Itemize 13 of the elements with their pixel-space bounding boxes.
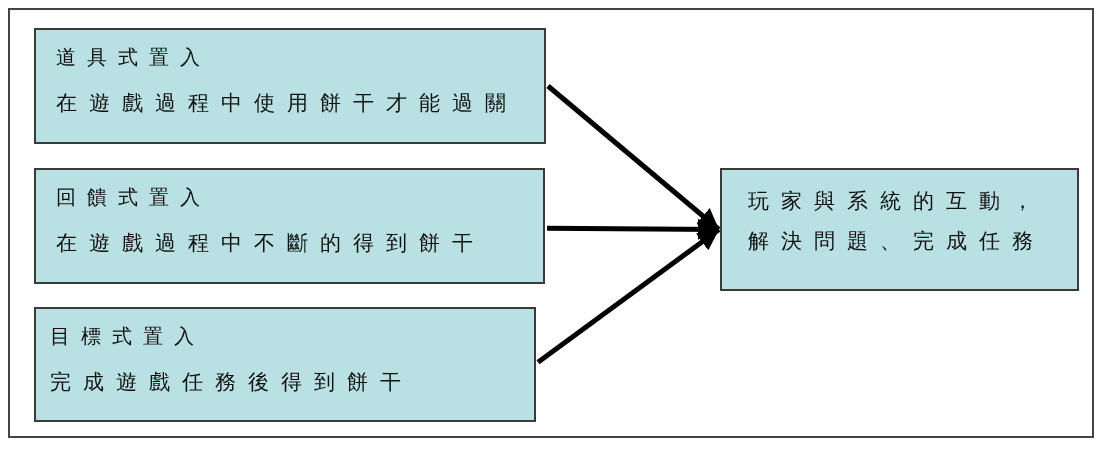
- text-box: [34, 168, 545, 284]
- text-box: [34, 307, 536, 422]
- text-box: [720, 168, 1079, 291]
- box-heading: 道具式置入: [56, 44, 211, 71]
- box-text: 完成遊戲任務後得到餅干: [50, 369, 413, 396]
- arrow: [536, 227, 721, 365]
- box-heading: 目標式置入: [50, 323, 205, 350]
- box-text: 在遊戲過程中使用餅干才能過關: [56, 90, 518, 117]
- box-text: 在遊戲過程中不斷的得到餅干: [56, 230, 485, 257]
- text-box: [34, 28, 546, 144]
- arrow: [546, 84, 721, 232]
- box-text: 玩家與系統的互動，解決問題、完成任務: [748, 188, 1046, 255]
- box-heading: 回饋式置入: [56, 184, 211, 211]
